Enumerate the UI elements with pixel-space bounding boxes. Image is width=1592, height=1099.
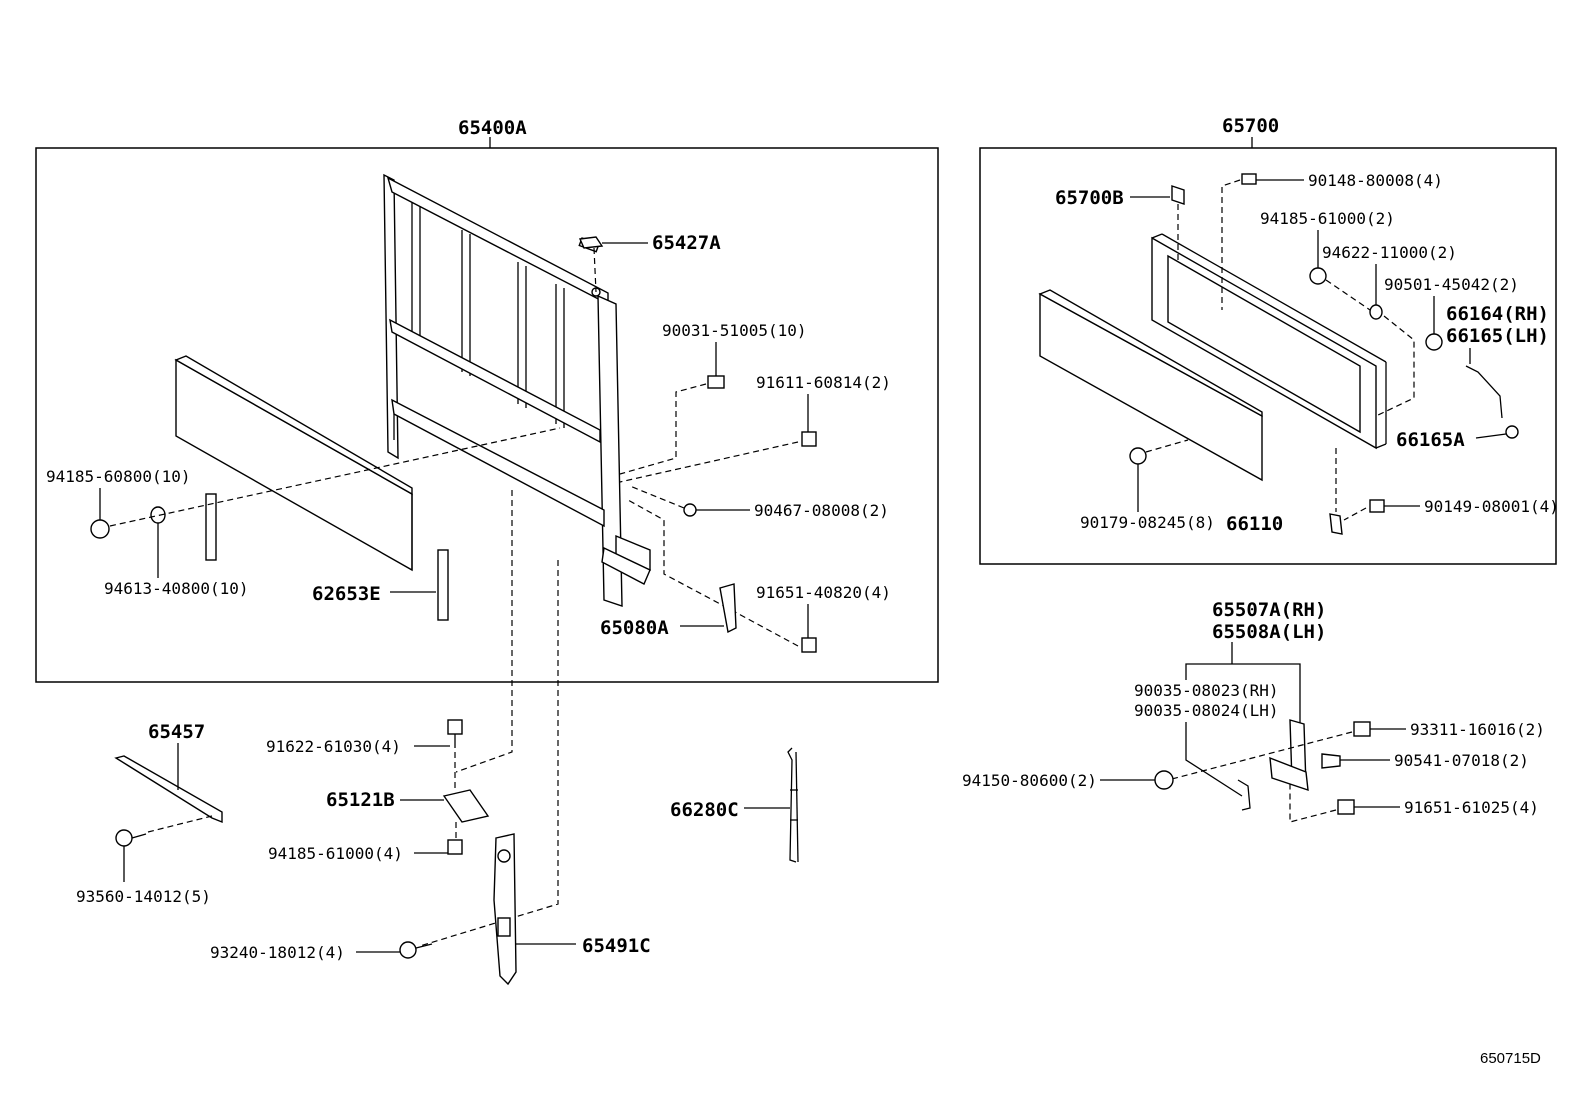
label-90179: 90179-08245(8) bbox=[1080, 513, 1215, 532]
label-90501: 90501-45042(2) bbox=[1384, 275, 1519, 294]
rail-65457 bbox=[114, 755, 223, 824]
bolt-93311 bbox=[1353, 721, 1371, 737]
screw-93560 bbox=[115, 829, 133, 847]
label-91611: 91611-60814(2) bbox=[756, 373, 891, 392]
label-66165: 66165(LH) bbox=[1446, 325, 1549, 347]
label-94622: 94622-11000(2) bbox=[1322, 243, 1457, 262]
label-65121B: 65121B bbox=[326, 789, 395, 811]
label-90035-rh: 90035-08023(RH) bbox=[1134, 681, 1279, 700]
group-title-rear-guard: 65400A bbox=[458, 117, 527, 139]
rod-66164-66165 bbox=[1465, 365, 1503, 419]
clip-part-tailgate bbox=[1329, 513, 1343, 535]
bolt-91651-61025 bbox=[1337, 799, 1355, 815]
label-65427A: 65427A bbox=[652, 232, 721, 254]
label-90035-lh: 90035-08024(LH) bbox=[1134, 701, 1279, 720]
label-65457: 65457 bbox=[148, 721, 205, 743]
label-66164: 66164(RH) bbox=[1446, 303, 1549, 325]
label-91622: 91622-61030(4) bbox=[266, 737, 401, 756]
rivet-90467 bbox=[683, 503, 697, 517]
label-90541: 90541-07018(2) bbox=[1394, 751, 1529, 770]
guard-frame-drawing bbox=[383, 173, 651, 607]
bolt-91651-40820 bbox=[801, 637, 817, 653]
label-65700B: 65700B bbox=[1055, 187, 1124, 209]
group-title-tailgate: 65700 bbox=[1222, 115, 1279, 137]
label-93240: 93240-18012(4) bbox=[210, 943, 345, 962]
bolt-91611 bbox=[801, 431, 817, 447]
screw-93240 bbox=[399, 941, 417, 959]
label-93560: 93560-14012(5) bbox=[76, 887, 211, 906]
rivet-90179 bbox=[1129, 447, 1147, 465]
diagram-code: 650715D bbox=[1480, 1050, 1541, 1067]
guard-panel-board bbox=[174, 355, 413, 572]
spring-90501 bbox=[1425, 333, 1443, 351]
nut-94185-60800 bbox=[90, 519, 110, 539]
strip-part-62653E bbox=[437, 549, 449, 621]
pin-90541 bbox=[1321, 753, 1341, 769]
bolt-90149 bbox=[1369, 499, 1385, 513]
bracket-65121B bbox=[442, 789, 490, 823]
latch-65080A bbox=[719, 583, 737, 634]
nut-94185-61000-lower bbox=[447, 839, 463, 855]
label-62653E: 62653E bbox=[312, 583, 381, 605]
label-66280C: 66280C bbox=[670, 799, 739, 821]
hook-66280C bbox=[787, 747, 799, 863]
label-65491C: 65491C bbox=[582, 935, 651, 957]
tailgate-frame-drawing bbox=[1151, 233, 1387, 450]
hinge-pin-clip bbox=[1237, 779, 1251, 811]
bolt-90031 bbox=[707, 375, 725, 389]
washer-94622 bbox=[1369, 304, 1383, 320]
label-90149: 90149-08001(4) bbox=[1424, 497, 1559, 516]
nut-94185-61000 bbox=[1309, 267, 1327, 285]
label-91651-61025: 91651-61025(4) bbox=[1404, 798, 1539, 817]
label-94613: 94613-40800(10) bbox=[104, 579, 249, 598]
bolt-91622 bbox=[447, 719, 463, 735]
hinge-bracket bbox=[1269, 719, 1309, 792]
label-94185-61000-tailgate: 94185-61000(2) bbox=[1260, 209, 1395, 228]
strip-part bbox=[205, 493, 217, 561]
label-66165A: 66165A bbox=[1396, 429, 1465, 451]
cap-part-65427A bbox=[578, 236, 604, 249]
nut-94150 bbox=[1154, 770, 1174, 790]
label-90467: 90467-08008(2) bbox=[754, 501, 889, 520]
label-94150: 94150-80600(2) bbox=[962, 771, 1097, 790]
label-65080A: 65080A bbox=[600, 617, 669, 639]
label-66110: 66110 bbox=[1226, 513, 1283, 535]
tailgate-panel-66110 bbox=[1038, 289, 1263, 482]
label-65508A: 65508A(LH) bbox=[1212, 621, 1326, 643]
label-65507A: 65507A(RH) bbox=[1212, 599, 1326, 621]
rear-guard-frame bbox=[35, 147, 939, 683]
bolt-90148 bbox=[1241, 173, 1257, 185]
label-90148: 90148-80008(4) bbox=[1308, 171, 1443, 190]
bracket-65491C bbox=[493, 833, 517, 986]
label-93311: 93311-16016(2) bbox=[1410, 720, 1545, 739]
knob-66165A bbox=[1505, 425, 1519, 439]
label-90031: 90031-51005(10) bbox=[662, 321, 807, 340]
clip-65700B bbox=[1171, 185, 1185, 205]
label-94185-60800: 94185-60800(10) bbox=[46, 467, 191, 486]
label-94185-61000-lower: 94185-61000(4) bbox=[268, 844, 403, 863]
label-91651-40820: 91651-40820(4) bbox=[756, 583, 891, 602]
tailgate-frame bbox=[979, 147, 1557, 565]
